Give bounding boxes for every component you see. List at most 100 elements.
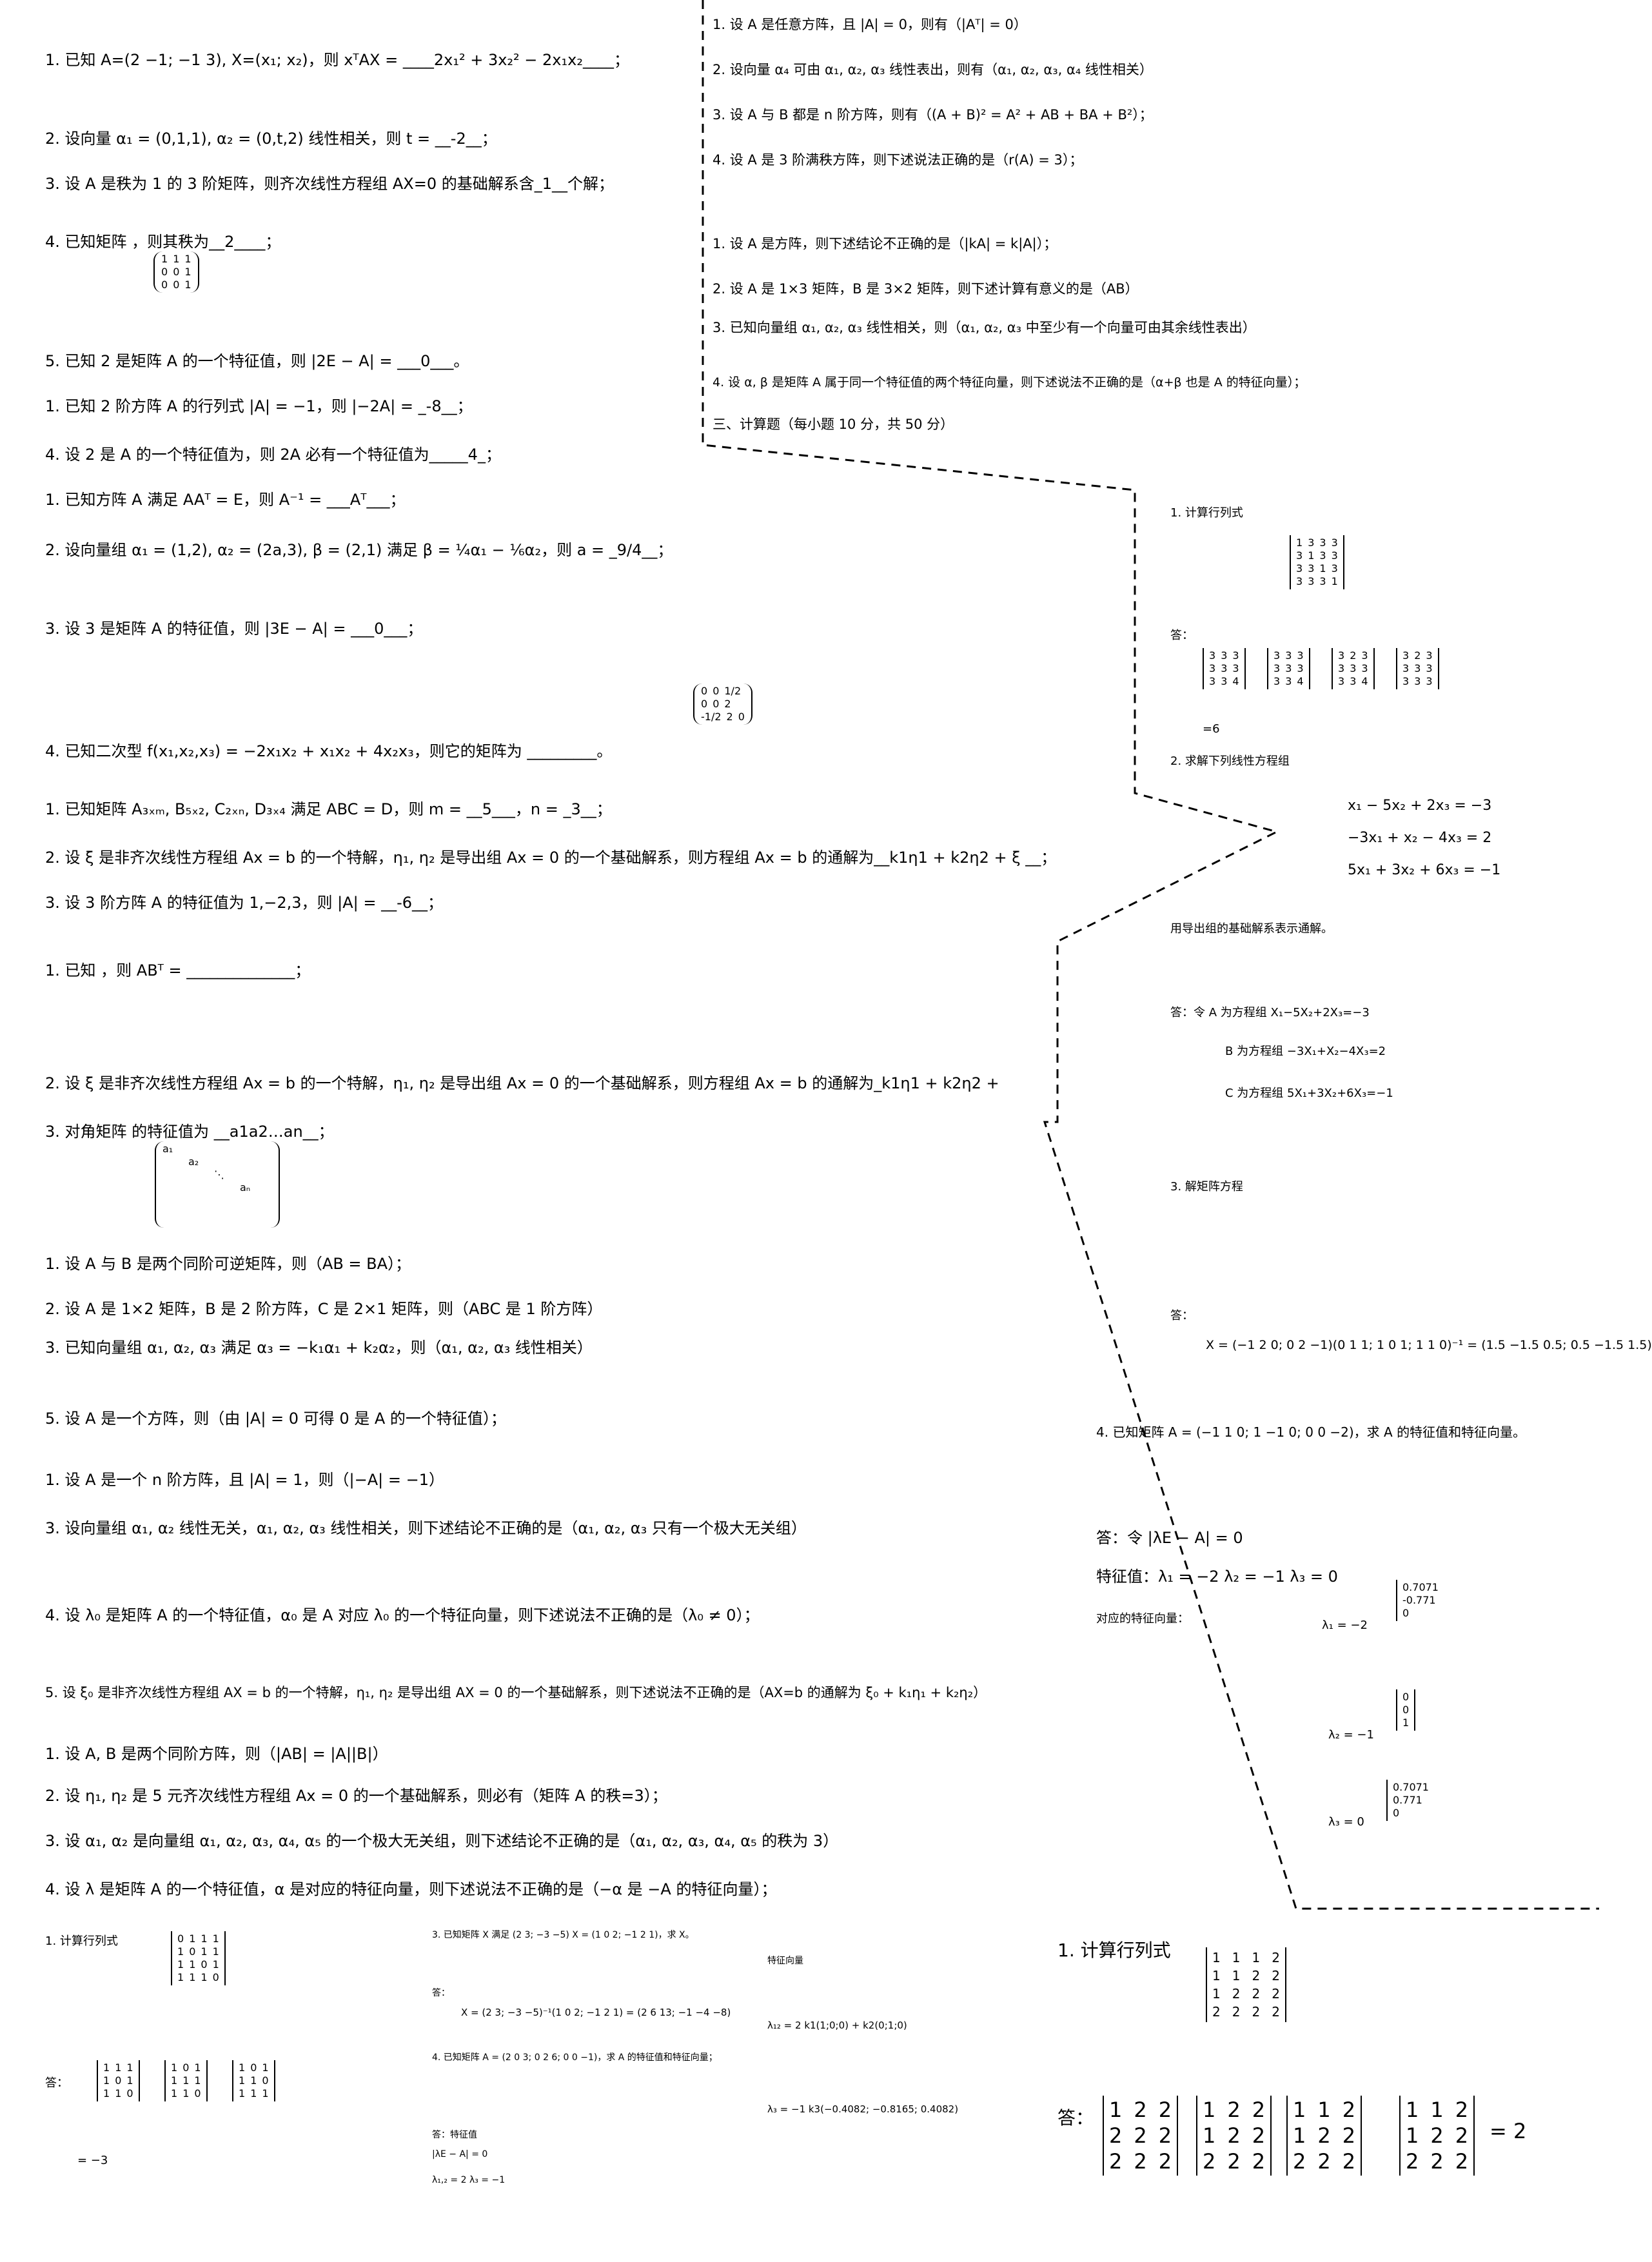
right-line-5: 1. 设 A 是方阵，则下述结论不正确的是（|kA| = k|A|）；: [713, 236, 1057, 251]
right-line-1: 1. 设 A 是任意方阵，且 |A| = 0，则有（|Aᵀ| = 0）: [713, 17, 1027, 32]
calc-2-answer-c: C 为方程组 5X₁+3X₂+6X₃=−1: [1225, 1087, 1393, 1100]
lambda-3-label: λ₃ = 0: [1328, 1815, 1364, 1829]
bottom-calc-3-question: 3. 已知矩阵 X 满足 (2 3; −3 −5) X = (1 0 2; −1…: [432, 1930, 694, 1940]
bottom-calc-1-answer-label: 答：: [45, 2076, 68, 2090]
calc-3-solution: X = (−1 2 0; 0 2 −1)(0 1 1; 1 0 1; 1 1 0…: [1206, 1338, 1652, 1352]
left-line-1: 1. 已知 A=(2 −1; −1 3), X=(x₁; x₂)，则 xᵀAX …: [45, 51, 629, 69]
left-line-28: 3. 设 α₁, α₂ 是向量组 α₁, α₂, α₃, α₄, α₅ 的一个极…: [45, 1832, 839, 1850]
left-line-18: 1. 设 A 与 B 是两个同阶可逆矩阵，则（AB = BA）；: [45, 1255, 411, 1273]
left-line-13: 2. 设 ξ 是非齐次线性方程组 Ax = b 的一个特解，η₁, η₂ 是导出…: [45, 849, 1057, 867]
ev3-r2: 0.771: [1393, 1794, 1422, 1806]
document-page: 1. 已知 A=(2 −1; −1 3), X=(x₁; x₂)，则 xᵀAX …: [45, 0, 1652, 2185]
left-line-11: 4. 已知二次型 f(x₁,x₂,x₃) = −2x₁x₂ + x₁x₂ + 4…: [45, 742, 613, 760]
bottom-eigenvector-label: 特征向量: [767, 1956, 803, 1966]
bottom-calc-4-question: 4. 已知矩阵 A = (2 0 3; 0 2 6; 0 0 −1)，求 A 的…: [432, 2052, 718, 2063]
calc-4-answer: 答：令 |λE − A| = 0: [1096, 1529, 1243, 1547]
left-line-9: 2. 设向量组 α₁ = (1,2), α₂ = (2a,3), β = (2,…: [45, 541, 673, 559]
calc-2-answer-a: 答：令 A 为方程组 X₁−5X₂+2X₃=−3: [1170, 1006, 1370, 1019]
bottom-calc-3-solution: X = (2 3; −3 −5)⁻¹(1 0 2; −1 2 1) = (2 6…: [461, 2007, 731, 2018]
bottom-calc-right-result: = 2: [1490, 2119, 1527, 2143]
left-line-15: 1. 已知 ，则 ABᵀ = ______________；: [45, 961, 311, 979]
right-line-6: 2. 设 A 是 1×3 矩阵，B 是 3×2 矩阵，则下述计算有意义的是（AB…: [713, 281, 1139, 297]
lambda-2-label: λ₂ = −1: [1328, 1728, 1374, 1742]
lambda-1-label: λ₁ = −2: [1322, 1618, 1368, 1632]
left-line-27: 2. 设 η₁, η₂ 是 5 元齐次线性方程组 Ax = 0 的一个基础解系，…: [45, 1787, 667, 1805]
left-line-14: 3. 设 3 阶方阵 A 的特征值为 1,−2,3，则 |A| = __-6__…: [45, 894, 444, 912]
left-line-12: 1. 已知矩阵 A₃ₓₘ, B₅ₓ₂, C₂ₓₙ, D₃ₓ₄ 满足 ABC = …: [45, 800, 612, 818]
calc-4-title: 4. 已知矩阵 A = (−1 1 0; 1 −1 0; 0 0 −2)，求 A…: [1096, 1424, 1526, 1440]
right-line-3: 3. 设 A 与 B 都是 n 阶方阵，则有（(A + B)² = A² + A…: [713, 107, 1153, 123]
calc-4-eigenvalues: 特征值：λ₁ = −2 λ₂ = −1 λ₃ = 0: [1096, 1568, 1338, 1586]
bottom-calc-4-eigenvalues: λ₁,₂ = 2 λ₃ = −1: [432, 2175, 506, 2185]
system-eq-2: −3x₁ + x₂ − 4x₃ = 2: [1348, 830, 1492, 846]
ev1-r3: 0: [1402, 1607, 1410, 1619]
left-line-26: 1. 设 A, B 是两个同阶方阵，则（|AB| = |A||B|）: [45, 1745, 388, 1763]
calc-1-answer-label: 答：: [1170, 629, 1194, 642]
left-line-20: 3. 已知向量组 α₁, α₂, α₃ 满足 α₃ = −k₁α₁ + k₂α₂…: [45, 1339, 593, 1357]
left-line-22: 1. 设 A 是一个 n 阶方阵，且 |A| = 1，则（|−A| = −1）: [45, 1471, 444, 1489]
bottom-calc-1-result: = −3: [77, 2154, 108, 2167]
left-line-29: 4. 设 λ 是矩阵 A 的一个特征值，α 是对应的特征向量，则下述说法不正确的…: [45, 1880, 777, 1898]
ev2-r2: 0: [1402, 1704, 1410, 1716]
ev2-r3: 1: [1402, 1716, 1410, 1729]
bottom-calc-right-title: 1. 计算行列式: [1057, 1940, 1171, 1961]
left-line-8: 1. 已知方阵 A 满足 AAᵀ = E，则 A⁻¹ = ___Aᵀ___；: [45, 491, 406, 509]
left-line-16: 2. 设 ξ 是非齐次线性方程组 Ax = b 的一个特解，η₁, η₂ 是导出…: [45, 1074, 999, 1092]
left-line-21: 5. 设 A 是一个方阵，则（由 |A| = 0 可得 0 是 A 的一个特征值…: [45, 1410, 506, 1428]
left-line-25: 5. 设 ξ₀ 是非齐次线性方程组 AX = b 的一个特解，η₁, η₂ 是导…: [45, 1685, 987, 1700]
calc-1-title: 1. 计算行列式: [1170, 506, 1243, 520]
left-line-2: 2. 设向量 α₁ = (0,1,1), α₂ = (0,t,2) 线性相关，则…: [45, 130, 497, 148]
system-eq-1: x₁ − 5x₂ + 2x₃ = −3: [1348, 798, 1492, 814]
ev1-r1: 0.7071: [1402, 1581, 1439, 1593]
eigenvector-2: 0 0 1: [1396, 1689, 1416, 1731]
left-line-6: 1. 已知 2 阶方阵 A 的行列式 |A| = −1，则 |−2A| = _-…: [45, 397, 473, 415]
calc-4-eigenvector-label: 对应的特征向量：: [1096, 1612, 1189, 1626]
left-line-24: 4. 设 λ₀ 是矩阵 A 的一个特征值，α₀ 是 A 对应 λ₀ 的一个特征向…: [45, 1606, 760, 1624]
bottom-calc-1-title: 1. 计算行列式: [45, 1934, 118, 1948]
left-line-4: 4. 已知矩阵 ，则其秩为__2____；: [45, 233, 281, 251]
calc-2-instruction: 用导出组的基础解系表示通解。: [1170, 922, 1333, 936]
calc-3-title: 3. 解矩阵方程: [1170, 1180, 1243, 1194]
calc-1-result: =6: [1203, 722, 1220, 736]
left-line-3: 3. 设 A 是秩为 1 的 3 阶矩阵，则齐次线性方程组 AX=0 的基础解系…: [45, 175, 615, 193]
system-eq-3: 5x₁ + 3x₂ + 6x₃ = −1: [1348, 862, 1501, 878]
ev3-r1: 0.7071: [1393, 1781, 1429, 1793]
calc-2-answer-b: B 为方程组 −3X₁+X₂−4X₃=2: [1225, 1045, 1386, 1058]
left-line-17: 3. 对角矩阵 的特征值为 __a1a2…an__；: [45, 1123, 334, 1141]
ev1-r2: -0.771: [1402, 1594, 1436, 1606]
bottom-calc-3-answer-label: 答：: [432, 1988, 450, 1998]
right-line-2: 2. 设向量 α₄ 可由 α₁, α₂, α₃ 线性表出，则有（α₁, α₂, …: [713, 62, 1153, 77]
bottom-calc-right-answer-label: 答：: [1057, 2107, 1094, 2129]
ev3-r3: 0: [1393, 1807, 1400, 1819]
ev2-r1: 0: [1402, 1691, 1410, 1703]
bottom-lambda-3: λ₃ = −1 k3(−0.4082; −0.8165; 0.4082): [767, 2103, 959, 2115]
left-line-5: 5. 已知 2 是矩阵 A 的一个特征值，则 |2E − A| = ___0__…: [45, 352, 469, 370]
eigenvector-3: 0.7071 0.771 0: [1386, 1780, 1434, 1821]
right-line-7: 3. 已知向量组 α₁, α₂, α₃ 线性相关，则（α₁, α₂, α₃ 中至…: [713, 320, 1256, 335]
diagonal-matrix: a₁ a₂ ⋱ aₙ: [155, 1141, 280, 1228]
bottom-calc-4-answer: 答：特征值: [432, 2130, 477, 2140]
left-line-10: 3. 设 3 是矩阵 A 的特征值，则 |3E − A| = ___0___；: [45, 620, 423, 638]
right-section-header: 三、计算题（每小题 10 分，共 50 分）: [713, 417, 954, 432]
right-line-8: 4. 设 α, β 是矩阵 A 属于同一个特征值的两个特征向量，则下述说法不正确…: [713, 375, 1306, 389]
bottom-calc-4-eq: |λE − A| = 0: [432, 2149, 488, 2159]
bottom-lambda-12: λ₁₂ = 2 k1(1;0;0) + k2(0;1;0): [767, 2020, 907, 2031]
calc-3-answer-label: 答：: [1170, 1309, 1194, 1323]
calc-2-title: 2. 求解下列线性方程组: [1170, 754, 1290, 768]
